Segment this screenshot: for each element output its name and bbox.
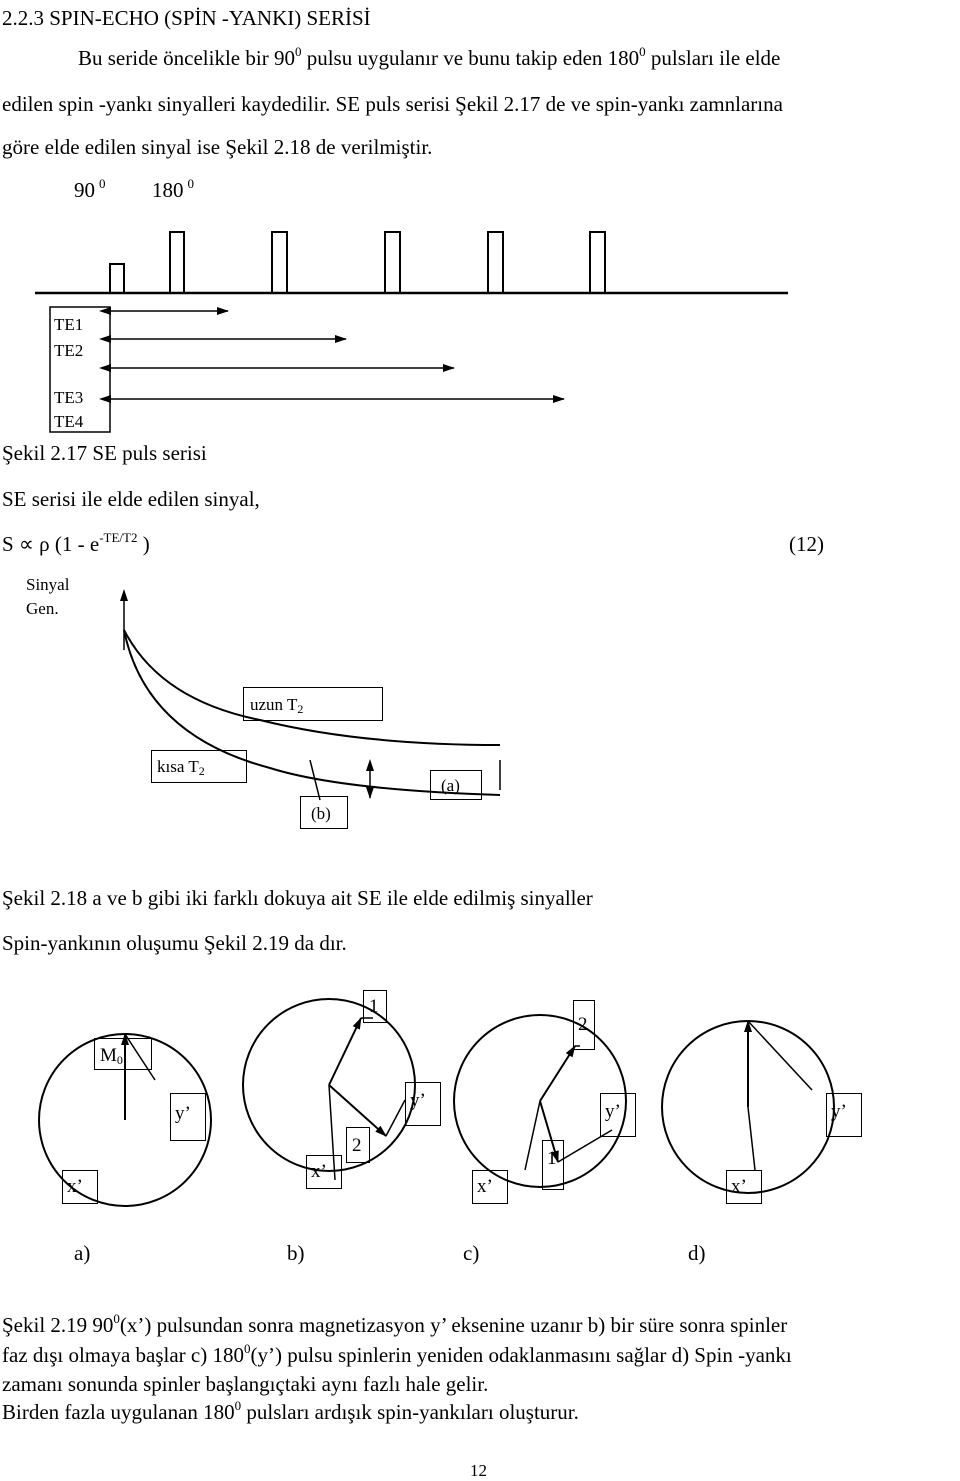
panel-a-label: a) xyxy=(74,1241,91,1265)
short-t2-label: kısa T2 xyxy=(151,750,247,783)
panel-c-spin-1: 1 xyxy=(542,1140,564,1190)
intro-line-1: Bu seride öncelikle bir 900 pulsu uygula… xyxy=(78,44,781,70)
equation-formula: S ∝ ρ (1 - e-TE/T2 ) xyxy=(2,530,150,556)
panel-c-y-label: y’ xyxy=(600,1093,636,1137)
panel-c-label: c) xyxy=(463,1241,480,1265)
equation-number: (12) xyxy=(789,532,824,556)
label-a: (a) xyxy=(430,770,482,800)
panel-c-spin-2: 2 xyxy=(573,1000,595,1050)
short-t2-curve xyxy=(123,629,501,796)
te2-label: TE2 xyxy=(54,341,84,360)
pulse-90 xyxy=(109,263,125,293)
pulse-180-1 xyxy=(169,231,185,293)
te1-label: TE1 xyxy=(54,315,84,334)
fig19-lead: Spin-yankının oluşumu Şekil 2.19 da dır. xyxy=(2,931,347,955)
pulse-180-5 xyxy=(589,231,606,293)
intro-line-2: edilen spin -yankı sinyalleri kaydedilir… xyxy=(2,92,783,116)
pulse-180-4 xyxy=(487,231,504,293)
section-title: 2.2.3 SPIN-ECHO (SPİN -YANKI) SERİSİ xyxy=(2,6,371,30)
panel-b-circle xyxy=(242,998,416,1172)
panel-b-label: b) xyxy=(287,1241,305,1265)
fig17-caption: Şekil 2.17 SE puls serisi xyxy=(2,441,207,465)
pulse-180-2 xyxy=(271,231,288,293)
panel-c-x-label: x’ xyxy=(472,1170,508,1204)
y-axis-label-2: Gen. xyxy=(26,599,59,618)
fig19-caption-line-1: Şekil 2.19 900(x’) pulsundan sonra magne… xyxy=(2,1311,788,1337)
panel-c-vector-2 xyxy=(539,1100,559,1163)
m0-label: M0 xyxy=(94,1038,152,1070)
panel-b-vector-1 xyxy=(328,1017,362,1086)
te4-label: TE4 xyxy=(54,412,84,431)
intro-line-3: göre elde edilen sinyal ise Şekil 2.18 d… xyxy=(2,135,433,159)
fig19-caption-line-2: faz dışı olmaya başlar c) 1800(y’) pulsu… xyxy=(2,1341,792,1367)
page-number: 12 xyxy=(470,1461,487,1480)
closing-sentence: Birden fazla uygulanan 1800 pulsları ard… xyxy=(2,1398,579,1424)
panel-c-vector-1 xyxy=(539,1045,576,1102)
panel-c-circle xyxy=(453,1014,627,1188)
long-t2-label: uzun T2 xyxy=(243,687,383,721)
panel-b-x-label: x’ xyxy=(306,1155,342,1189)
panel-b-y-label: y’ xyxy=(405,1082,441,1126)
label-b: (b) xyxy=(300,796,348,829)
fig18-caption: Şekil 2.18 a ve b gibi iki farklı dokuya… xyxy=(2,886,593,910)
te3-label: TE3 xyxy=(54,388,84,407)
panel-b-vector-2 xyxy=(328,1084,387,1137)
equation-lead: SE serisi ile elde edilen sinyal, xyxy=(2,487,260,511)
fig19-caption-line-3: zamanı sonunda spinler başlangıçtaki ayn… xyxy=(2,1372,489,1396)
panel-a-x-label: x’ xyxy=(62,1170,98,1204)
y-axis-label-1: Sinyal xyxy=(26,575,70,594)
panel-b-spin-2: 2 xyxy=(346,1127,370,1163)
panel-d-y-label: y’ xyxy=(826,1093,862,1137)
pulse-180-3 xyxy=(384,231,401,293)
panel-a-y-label: y’ xyxy=(170,1093,206,1141)
panel-d-x-label: x’ xyxy=(726,1170,762,1204)
panel-d-label: d) xyxy=(688,1241,706,1265)
panel-b-spin-1: 1 xyxy=(363,990,387,1023)
